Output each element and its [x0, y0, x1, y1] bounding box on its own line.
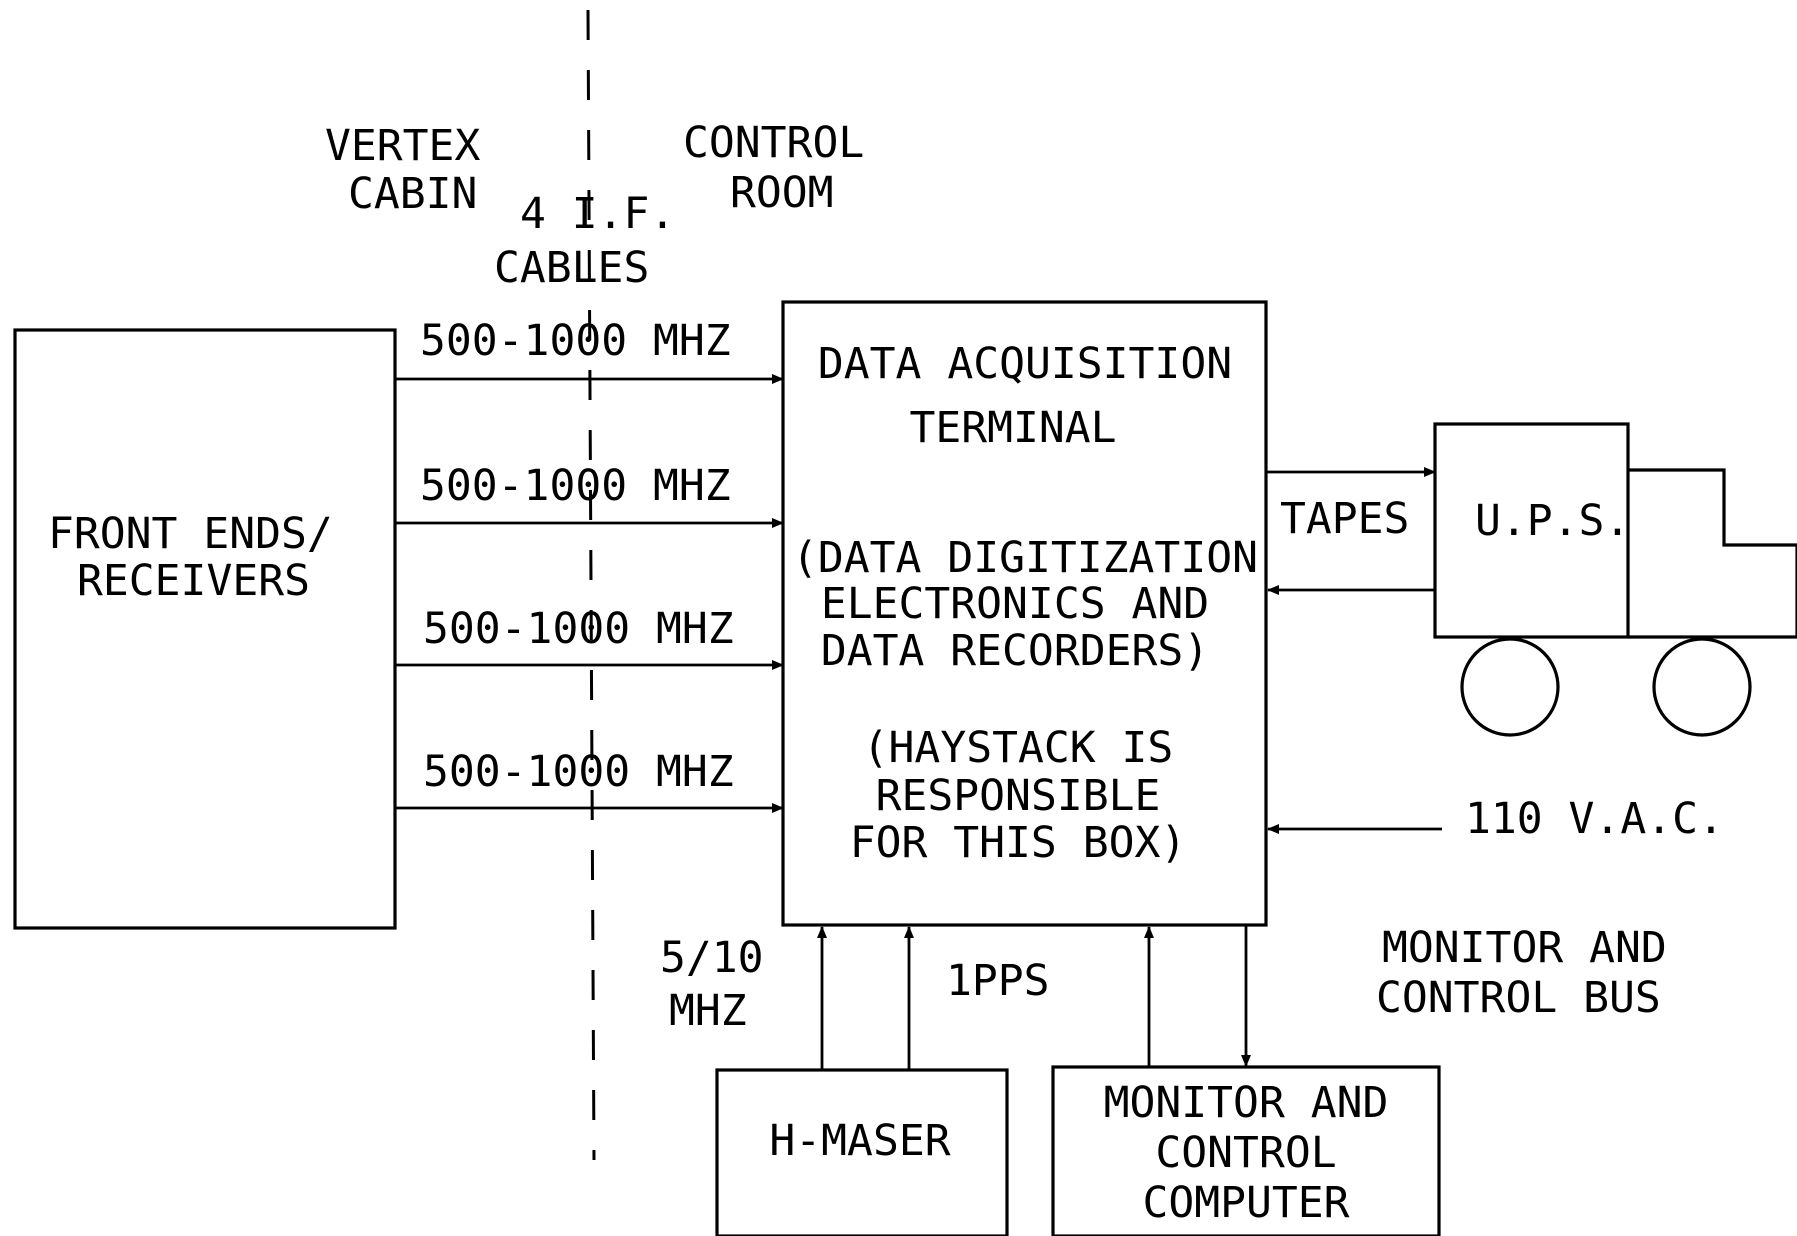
h-maser-label: H-MASER [769, 1116, 950, 1166]
terminal-subtitle-line1: (DATA DIGITIZATION [792, 533, 1258, 583]
control-room-label-line1: CONTROL [683, 118, 864, 168]
room-boundary-line [586, 9, 596, 1161]
terminal-note-line1: (HAYSTACK IS [863, 723, 1174, 773]
if-link-label-1: 500-1000 MHZ [420, 316, 731, 366]
if-cables-label-line1: 4 I.F. [520, 189, 675, 239]
bus-label-line1: MONITOR AND [1382, 923, 1667, 973]
if-link-label-3: 500-1000 MHZ [423, 604, 734, 654]
front-ends-label-line2: RECEIVERS [77, 556, 310, 606]
ups-label: U.P.S. [1475, 496, 1630, 546]
data-acquisition-terminal-box [781, 300, 1268, 927]
computer-label-line1: MONITOR AND [1104, 1078, 1389, 1128]
ref-freq-label-line2: MHZ [669, 986, 747, 1036]
tapes-label: TAPES [1280, 494, 1409, 544]
vertex-cabin-label-line1: VERTEX [325, 121, 480, 171]
terminal-subtitle-line3: DATA RECORDERS) [821, 626, 1209, 676]
if-cables-label-line2: CABLES [494, 243, 649, 293]
terminal-title-line2: TERMINAL [909, 403, 1116, 453]
front-ends-label-line1: FRONT ENDS/ [48, 509, 333, 559]
front-ends-box [13, 328, 397, 930]
if-link-label-4: 500-1000 MHZ [423, 747, 734, 797]
h-maser-box [715, 1068, 1009, 1236]
if-link-label-2: 500-1000 MHZ [420, 461, 731, 511]
ups-rear-wheel-icon [1652, 637, 1752, 737]
ref-freq-label-line1: 5/10 [660, 933, 764, 983]
control-room-label-line2: ROOM [730, 168, 834, 218]
computer-label-line2: CONTROL [1155, 1128, 1336, 1178]
monitor-control-computer-box [1051, 1065, 1441, 1236]
computer-label-line3: COMPUTER [1142, 1178, 1349, 1228]
terminal-title-line1: DATA ACQUISITION [818, 339, 1232, 389]
terminal-note-line2: RESPONSIBLE [876, 771, 1161, 821]
ups-front-wheel-icon [1460, 637, 1560, 737]
ups-cargo-box [1433, 422, 1630, 639]
pps-label: 1PPS [946, 956, 1050, 1006]
bus-label-line2: CONTROL BUS [1376, 973, 1661, 1023]
terminal-subtitle-line2: ELECTRONICS AND [821, 579, 1209, 629]
ups-truck-icon [1433, 422, 1797, 737]
ups-cab-outline [1628, 468, 1797, 639]
power-label: 110 V.A.C. [1465, 794, 1724, 844]
terminal-note-line3: FOR THIS BOX) [850, 818, 1187, 868]
vertex-cabin-label-line2: CABIN [348, 169, 477, 219]
